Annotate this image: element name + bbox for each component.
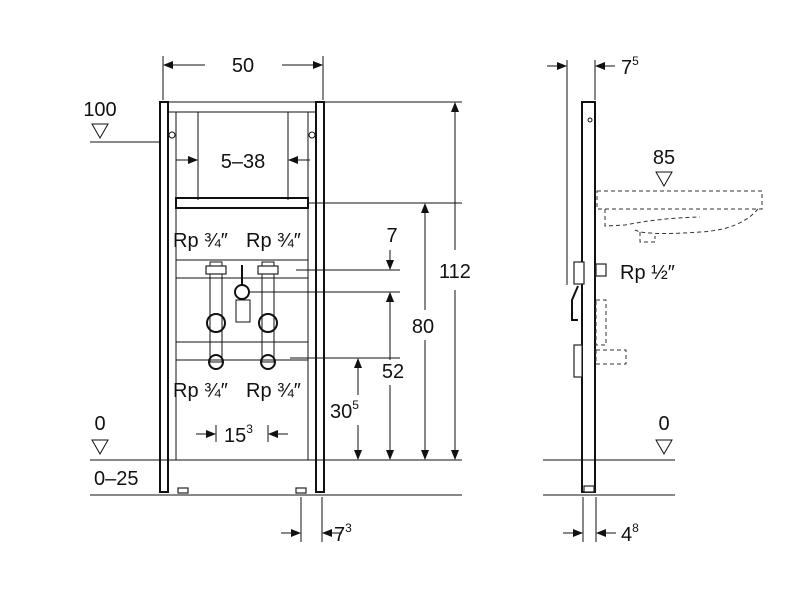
rp-top-right-label: Rp ¾″ bbox=[246, 230, 301, 252]
spacing-label: 153 bbox=[224, 422, 253, 447]
floor-level-label: 0 bbox=[94, 413, 105, 435]
rp-connection-label: Rp ½″ bbox=[620, 262, 675, 284]
basin-outline bbox=[596, 190, 763, 243]
basin-level-label: 85 bbox=[653, 147, 675, 169]
width-label: 50 bbox=[232, 55, 254, 77]
side-floor-level-label: 0 bbox=[658, 413, 669, 435]
side-depth-label: 75 bbox=[621, 54, 639, 79]
dim-7-label: 7 bbox=[386, 225, 397, 247]
top-level-label: 100 bbox=[83, 99, 116, 121]
height-52-label: 52 bbox=[382, 361, 404, 383]
level-marker-icon bbox=[655, 439, 673, 456]
level-marker-icon bbox=[655, 171, 673, 188]
rp-top-left-label: Rp ¾″ bbox=[173, 230, 228, 252]
height-30-5-label: 305 bbox=[330, 398, 359, 423]
floor-range-label: 0–25 bbox=[94, 468, 139, 490]
side-frame bbox=[571, 101, 627, 493]
rp-bottom-left-label: Rp ¾″ bbox=[173, 380, 228, 402]
adjust-range-label: 5–38 bbox=[221, 151, 266, 173]
rp-bottom-right-label: Rp ¾″ bbox=[246, 380, 301, 402]
level-marker-icon bbox=[91, 123, 109, 140]
leg-width-label: 73 bbox=[334, 521, 352, 546]
total-height-label: 112 bbox=[439, 261, 471, 283]
foot-depth-label: 48 bbox=[621, 521, 639, 546]
height-80-label: 80 bbox=[412, 316, 434, 338]
level-marker-icon bbox=[91, 439, 109, 456]
